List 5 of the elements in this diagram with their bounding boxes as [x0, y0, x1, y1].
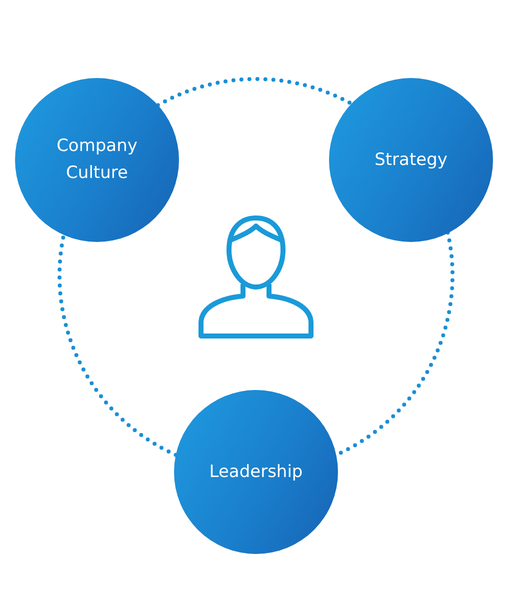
dotted-connector [58, 232, 178, 457]
topic-label: Strategy [374, 148, 448, 172]
topic-label: Company Culture [56, 135, 138, 185]
topic-label: Leadership [208, 460, 304, 484]
dotted-connector [156, 77, 354, 108]
